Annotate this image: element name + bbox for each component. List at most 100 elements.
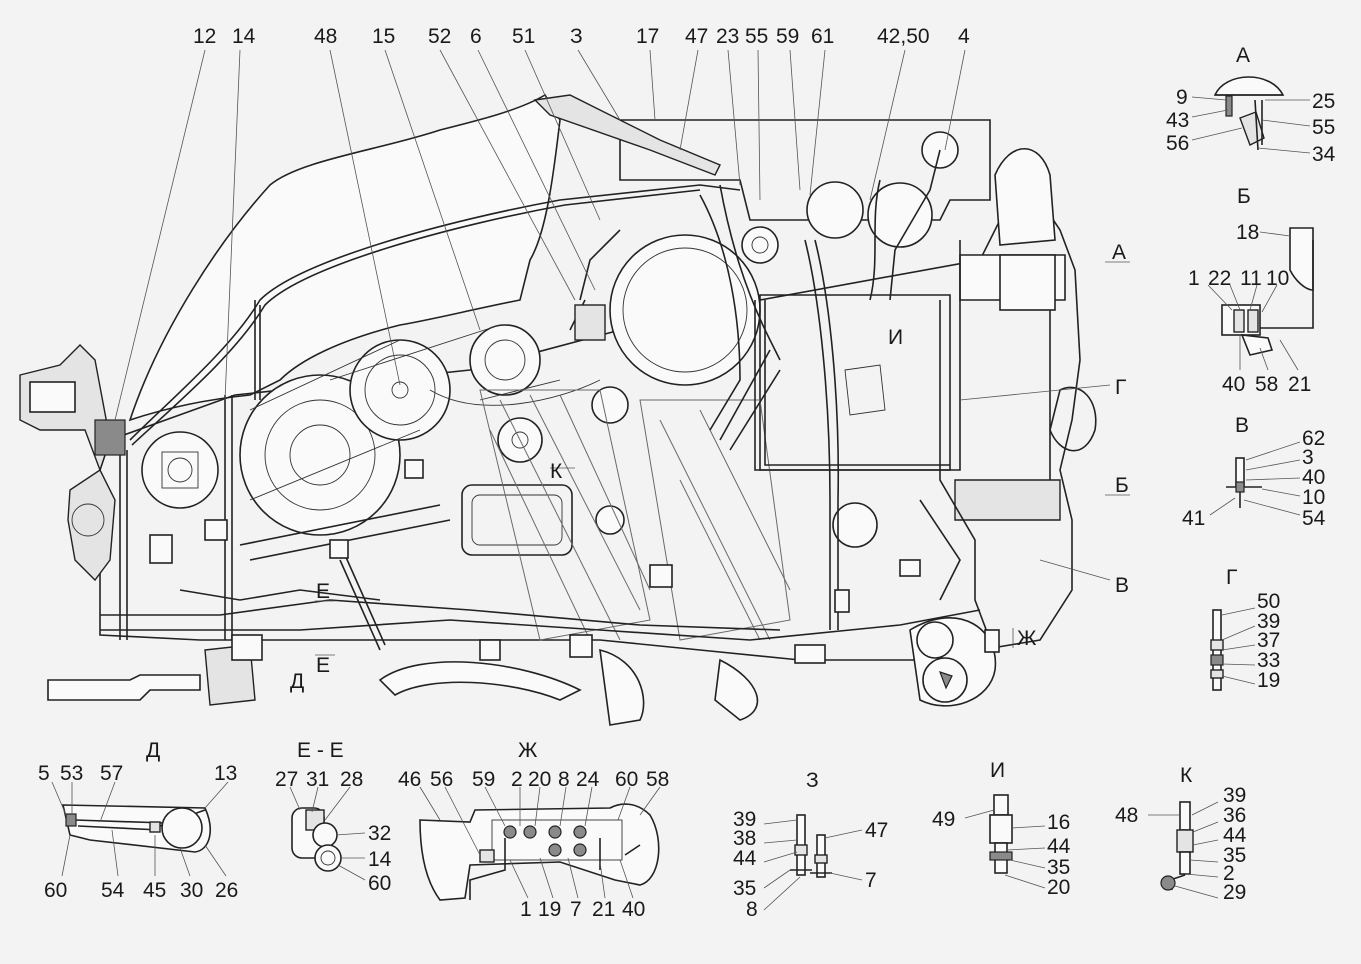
- section-mark-b: Б: [1115, 474, 1129, 497]
- view-e-e-title: Е - Е: [297, 739, 344, 762]
- main-label-17: 17: [636, 25, 659, 48]
- view-z-label-38: 38: [733, 827, 756, 850]
- view-v-label-41: 41: [1182, 507, 1205, 530]
- view-e-e-label-27: 27: [275, 768, 298, 791]
- main-label-15: 15: [372, 25, 395, 48]
- section-mark-a: А: [1112, 241, 1126, 264]
- view-z: З 39 38 44 35 8 47 7: [733, 769, 888, 921]
- view-b-title: Б: [1237, 185, 1251, 208]
- view-v-title: В: [1235, 414, 1249, 437]
- view-zh-label-21: 21: [592, 898, 615, 921]
- view-g-label-37: 37: [1257, 629, 1280, 652]
- view-k-title: К: [1180, 764, 1193, 787]
- view-a-label-34: 34: [1312, 143, 1336, 166]
- view-a-title: А: [1236, 44, 1250, 67]
- view-a-label-56: 56: [1166, 132, 1189, 155]
- view-zh-label-8: 8: [558, 768, 570, 791]
- view-d-label-13: 13: [214, 762, 237, 785]
- view-e-e-label-14: 14: [368, 848, 392, 871]
- main-leader-lines: [114, 49, 1130, 656]
- view-zh-label-60: 60: [615, 768, 638, 791]
- view-g-label-39: 39: [1257, 610, 1280, 633]
- view-k-label-48: 48: [1115, 804, 1138, 827]
- view-v-label-3: 3: [1302, 446, 1314, 469]
- view-b-label-58: 58: [1255, 373, 1278, 396]
- main-label-12: 12: [193, 25, 216, 48]
- main-label-42-50: 42,50: [877, 25, 930, 48]
- view-z-label-44: 44: [733, 847, 757, 870]
- view-zh: Ж 46 56 59 2 20 8 24 60 58 1 19 7 21 40: [398, 739, 669, 921]
- view-k-label-29: 29: [1223, 881, 1246, 904]
- view-zh-label-19: 19: [538, 898, 561, 921]
- view-d-label-53: 53: [60, 762, 83, 785]
- view-k-label-35: 35: [1223, 844, 1246, 867]
- main-labels: 12 14 48 15 52 6 51 З 17 47 23 55 59 61 …: [193, 25, 1129, 693]
- main-label-55: 55: [745, 25, 768, 48]
- view-b-label-22: 22: [1208, 267, 1231, 290]
- view-z-label-47: 47: [865, 819, 888, 842]
- view-i-label-44: 44: [1047, 835, 1071, 858]
- view-i: И 49 16 44 35 20: [932, 759, 1071, 899]
- view-i-label-49: 49: [932, 808, 955, 831]
- view-d-label-5: 5: [38, 762, 50, 785]
- view-g-label-33: 33: [1257, 649, 1280, 672]
- view-k-label-2: 2: [1223, 862, 1235, 885]
- view-k-label-36: 36: [1223, 804, 1246, 827]
- view-zh-title: Ж: [518, 739, 538, 762]
- section-mark-i: И: [888, 326, 903, 349]
- view-b-label-18: 18: [1236, 221, 1259, 244]
- zh-fittings: [503, 825, 587, 857]
- view-a-label-25: 25: [1312, 90, 1335, 113]
- hatched-column: [479, 389, 791, 641]
- section-mark-k: К: [550, 460, 563, 483]
- section-mark-v: В: [1115, 574, 1129, 597]
- main-label-6: 6: [470, 25, 482, 48]
- main-label-47: 47: [685, 25, 708, 48]
- view-zh-label-58: 58: [646, 768, 669, 791]
- view-b-label-21: 21: [1288, 373, 1311, 396]
- view-zh-label-59: 59: [472, 768, 495, 791]
- view-g: Г 50 39 37 33 19: [1210, 566, 1280, 692]
- section-mark-zh: Ж: [1017, 627, 1037, 650]
- view-zh-label-24: 24: [576, 768, 600, 791]
- view-zh-label-40: 40: [622, 898, 645, 921]
- view-b-label-11: 11: [1240, 267, 1262, 290]
- main-label-52: 52: [428, 25, 451, 48]
- view-k-label-44: 44: [1223, 824, 1247, 847]
- view-e-e-label-28: 28: [340, 768, 363, 791]
- view-d-label-60: 60: [44, 879, 67, 902]
- view-b-label-1: 1: [1188, 267, 1200, 290]
- view-a-label-9: 9: [1176, 86, 1188, 109]
- hydraulic-lines: [100, 149, 1051, 651]
- section-mark-d: Д: [290, 670, 304, 693]
- view-e-e: Е - Е 27 31 28 32 14 60: [275, 739, 392, 895]
- main-assembly: 12 14 48 15 52 6 51 З 17 47 23 55 59 61 …: [19, 25, 1130, 726]
- main-label-z: З: [570, 25, 583, 48]
- fittings: [94, 254, 1056, 664]
- view-i-label-35: 35: [1047, 856, 1070, 879]
- view-d-title: Д: [146, 739, 160, 762]
- view-a: А 9 43 56 25 55 34: [1166, 44, 1336, 166]
- view-z-title: З: [806, 769, 819, 792]
- view-z-label-8: 8: [746, 898, 758, 921]
- view-k-label-39: 39: [1223, 784, 1246, 807]
- view-d-label-26: 26: [215, 879, 238, 902]
- view-zh-label-2: 2: [511, 768, 523, 791]
- main-label-51: 51: [512, 25, 535, 48]
- main-label-4: 4: [958, 25, 970, 48]
- section-mark-e-top: Е: [316, 580, 330, 603]
- view-d-label-30: 30: [180, 879, 203, 902]
- view-zh-label-7: 7: [570, 898, 582, 921]
- view-zh-label-1: 1: [520, 898, 532, 921]
- view-z-label-39: 39: [733, 808, 756, 831]
- view-b: Б 18 1 22 11 10 40 58 21: [1188, 185, 1314, 396]
- view-v-label-62: 62: [1302, 427, 1325, 450]
- view-v: В 62 3 40 10 41 54: [1182, 414, 1326, 530]
- view-b-label-40: 40: [1222, 373, 1245, 396]
- view-d-label-54: 54: [101, 879, 125, 902]
- view-v-label-54: 54: [1302, 507, 1326, 530]
- view-k: К 48 39 36 44 35 2 29: [1115, 764, 1247, 904]
- view-a-label-55: 55: [1312, 116, 1335, 139]
